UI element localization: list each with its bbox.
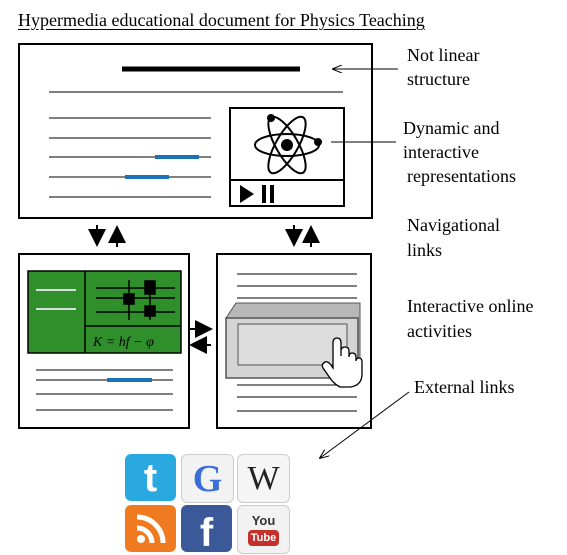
main-document-page	[18, 43, 373, 219]
play-icon	[240, 185, 254, 203]
simulation-page: K = hf − φ	[18, 253, 190, 429]
atom-icon	[254, 114, 322, 175]
wikipedia-icon[interactable]: W	[237, 454, 290, 503]
online-activity-window	[225, 302, 361, 379]
rss-icon[interactable]	[125, 505, 176, 552]
atom-animation-player	[229, 107, 345, 207]
google-icon[interactable]: G	[181, 454, 234, 503]
facebook-icon[interactable]: f	[181, 505, 232, 552]
text-lines	[49, 91, 343, 198]
label-dynamic-representations: Dynamic and interactive representations	[403, 118, 516, 186]
activity-page	[216, 253, 372, 429]
pointer-external-links	[320, 391, 410, 458]
twitter-icon[interactable]: t	[125, 454, 176, 501]
label-navigational-links: Navigational links	[407, 215, 500, 260]
label-external-links: External links	[414, 377, 515, 397]
youtube-icon[interactable]: You Tube	[237, 505, 290, 554]
external-links-icons: t G W f You Tube	[120, 452, 292, 555]
navigational-link-arrows	[88, 225, 320, 354]
slider-controls	[96, 280, 175, 320]
hand-cursor-icon	[321, 337, 363, 388]
diagram-title: Hypermedia educational document for Phys…	[18, 10, 425, 30]
pause-icon	[262, 185, 266, 203]
label-interactive-online-activities: Interactive online activities	[407, 296, 534, 341]
label-not-linear: Not linear structure	[407, 45, 480, 89]
photoelectric-formula: K = hf − φ	[92, 335, 154, 350]
